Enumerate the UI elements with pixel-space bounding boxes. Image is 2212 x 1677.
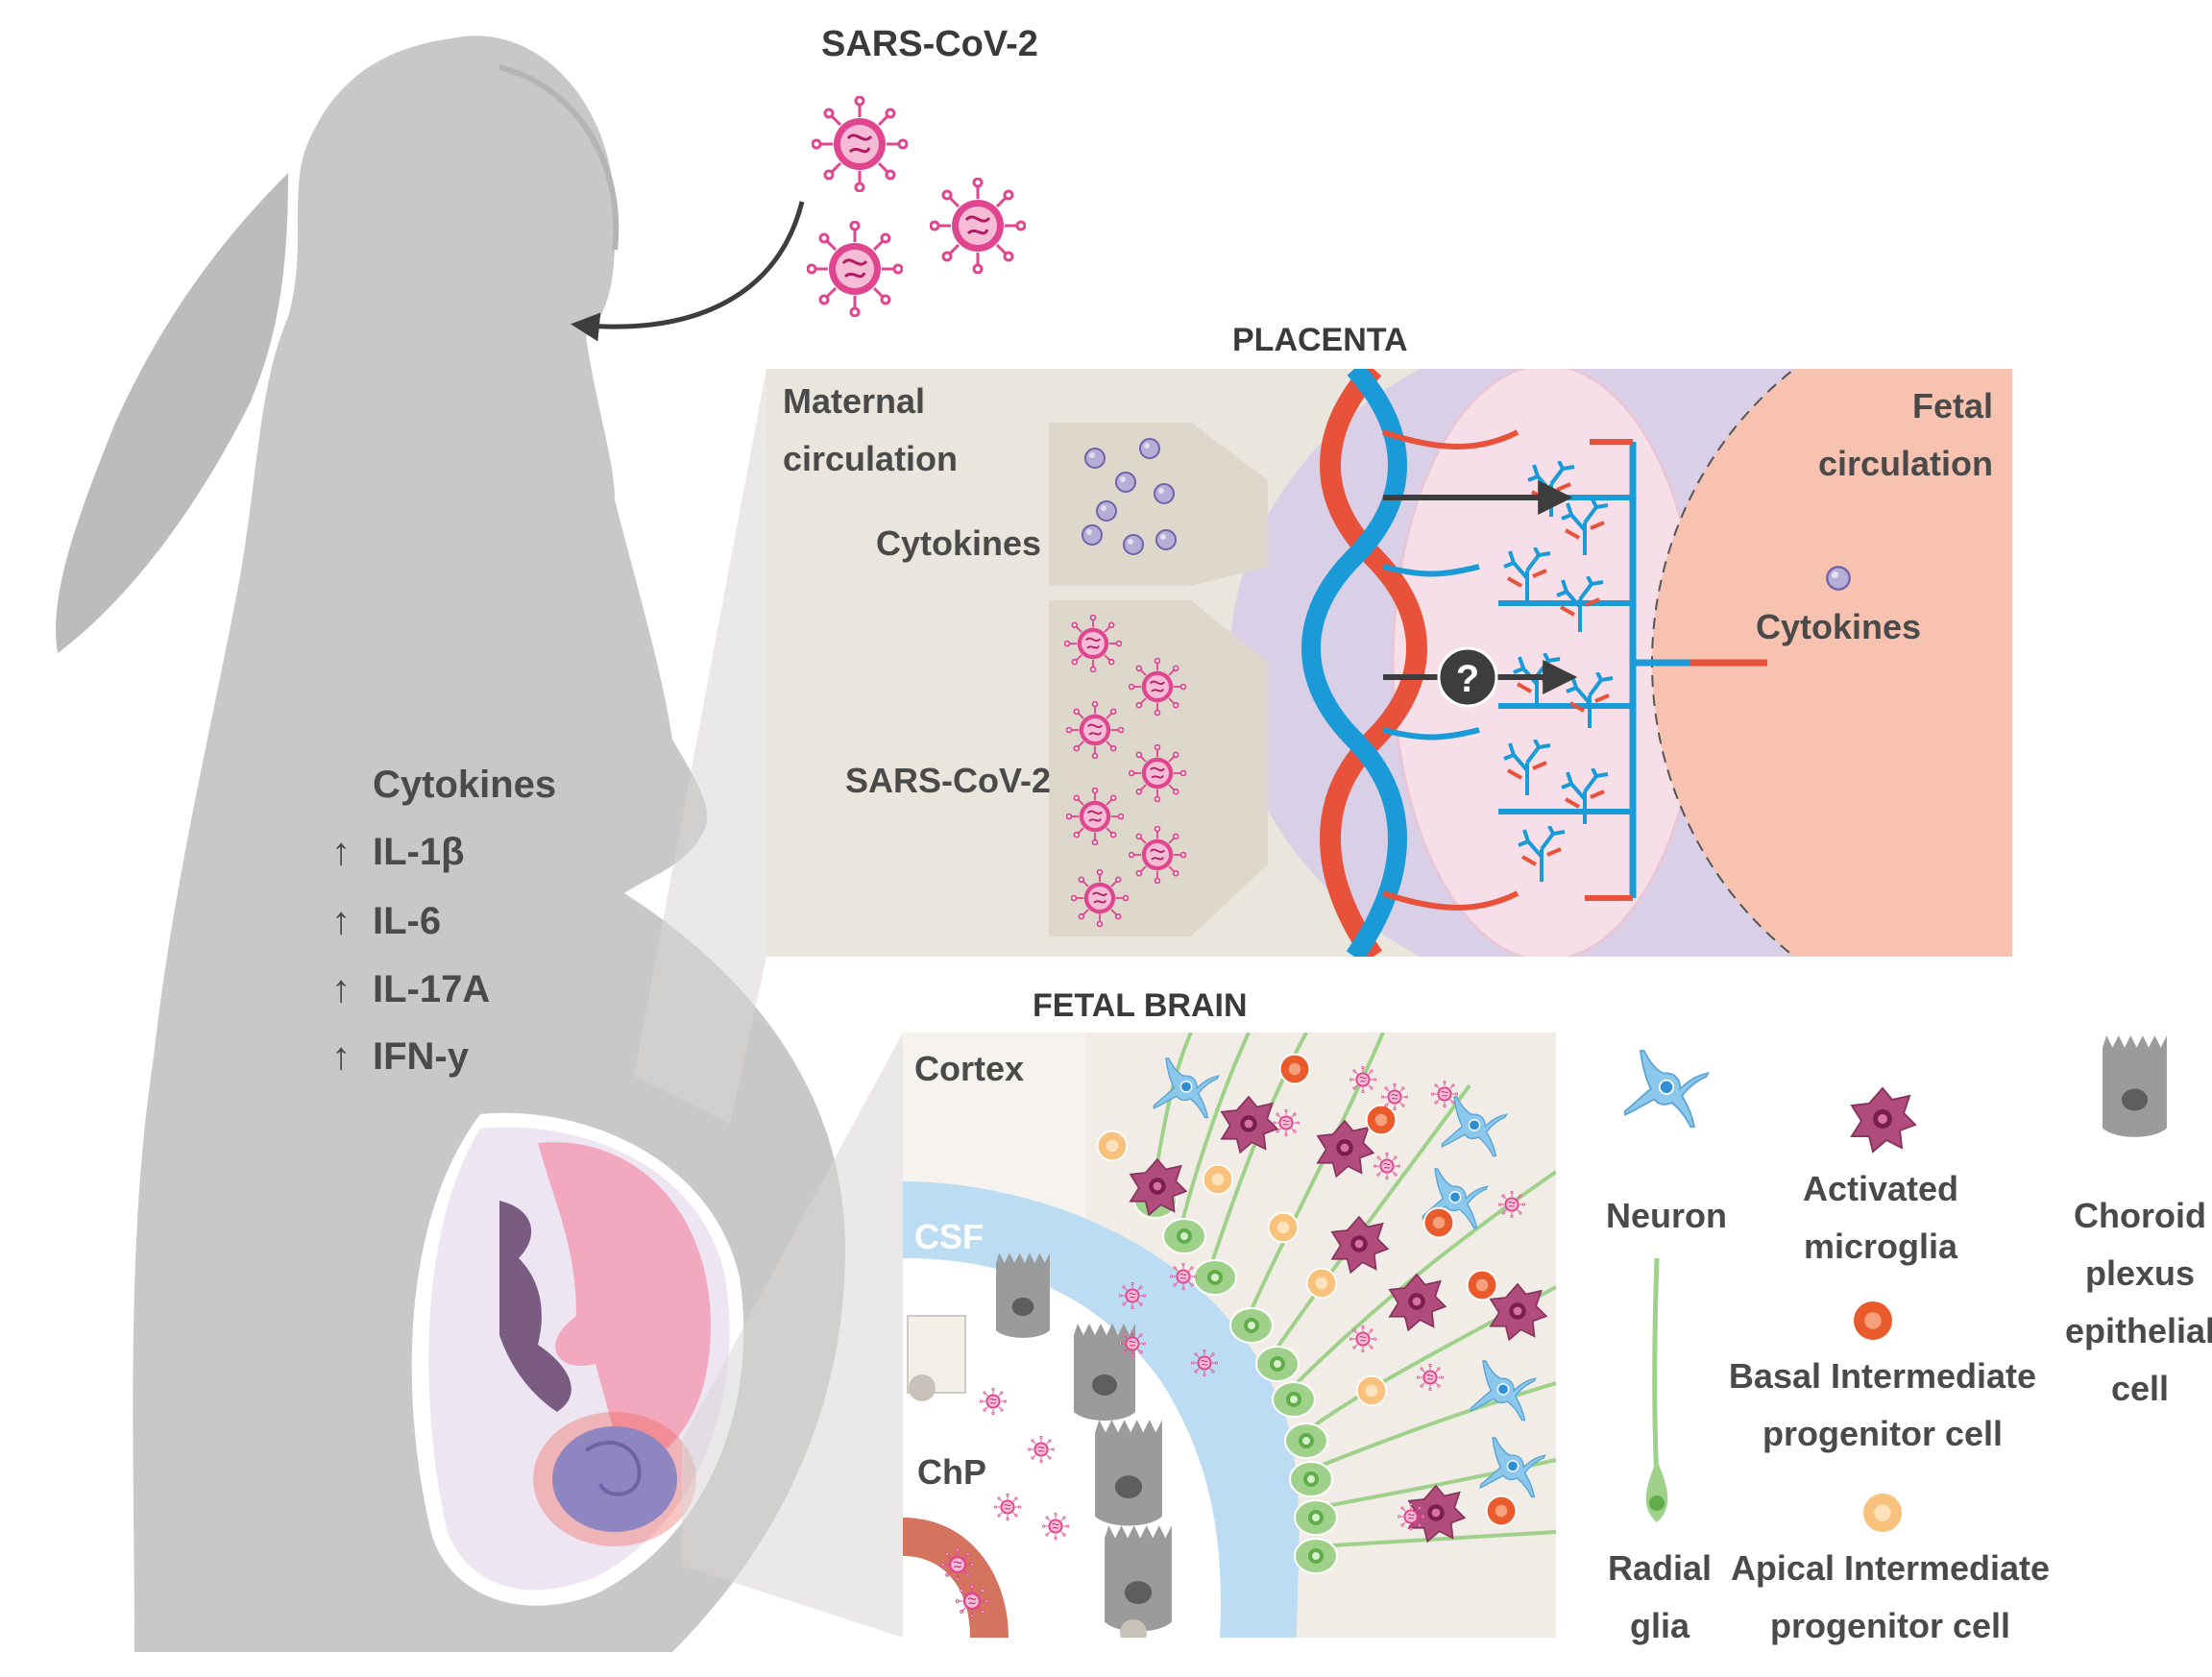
cytokine-il6: IL-6	[373, 900, 441, 942]
choroid-epithelial-icon	[1095, 1420, 1162, 1526]
placenta-zoom-cone	[634, 369, 766, 1124]
legend-basal-label-1: Basal Intermediate	[1729, 1356, 2036, 1396]
cell-legend: Neuron Radial glia Activated microglia B…	[1606, 1035, 2212, 1645]
fetal-cytokine-dot	[1826, 566, 1851, 591]
placenta-virus-label: SARS-CoV-2	[845, 761, 1051, 800]
apical-ipc-icon	[1305, 1267, 1338, 1300]
legend-microglia: Activated microglia	[1803, 1087, 1958, 1266]
legend-microglia-label-2: microglia	[1804, 1227, 1958, 1266]
choroid-epithelial-icon	[1074, 1324, 1135, 1421]
top-virus-label: SARS-CoV-2	[821, 24, 1038, 64]
basal-ipc-icon	[1851, 1299, 1895, 1343]
virus-icon	[930, 178, 1026, 274]
maternal-cytokines-title: Cytokines	[373, 764, 556, 806]
apical-ipc-icon	[1267, 1211, 1300, 1244]
basal-ipc-icon	[1466, 1269, 1498, 1301]
cortex-label: Cortex	[914, 1049, 1024, 1088]
basal-ipc-icon	[1365, 1104, 1398, 1136]
legend-choroid-label-2: plexus	[2085, 1253, 2195, 1293]
fetal-cytokines-label: Cytokines	[1756, 607, 1921, 646]
up-arrow-icon: ↑	[331, 1035, 351, 1078]
maternal-cytokine-list: Cytokines ↑ IL-1β ↑ IL-6 ↑ IL-17A ↑ IFN-…	[331, 764, 556, 1078]
csf-label: CSF	[914, 1217, 984, 1256]
virus-icon	[1129, 744, 1186, 802]
legend-radial-glia: Radial glia	[1608, 1257, 1712, 1645]
virus-icon	[1066, 701, 1124, 759]
fetal-circulation-region	[1652, 369, 2012, 957]
basal-ipc-icon	[1485, 1495, 1518, 1527]
fetal-brain-panel: FETAL BRAIN	[682, 987, 1556, 1638]
cytokine-il17a: IL-17A	[373, 968, 490, 1010]
virus-icon	[1129, 826, 1186, 884]
virus-icon	[1071, 869, 1129, 927]
virus-icon	[807, 221, 903, 317]
cytokine-row-3: ↑ IL-17A	[331, 968, 490, 1010]
up-arrow-icon: ↑	[331, 900, 351, 942]
legend-radial-glia-label-1: Radial	[1608, 1548, 1712, 1588]
legend-apical-ipc: Apical Intermediate progenitor cell	[1731, 1491, 2050, 1645]
cytokine-row-1: ↑ IL-1β	[331, 831, 465, 873]
apical-ipc-icon	[1860, 1491, 1905, 1535]
fetal-vessel	[1301, 369, 1407, 957]
legend-choroid: Choroid plexus epithelial cell	[2065, 1035, 2212, 1408]
virus-icon	[1064, 615, 1122, 672]
apical-ipc-icon	[1202, 1163, 1234, 1196]
choroid-epithelial-icon	[996, 1252, 1050, 1338]
chp-label: ChP	[917, 1452, 986, 1492]
legend-choroid-label-3: epithelial	[2065, 1311, 2212, 1350]
microglia-icon	[1851, 1087, 1916, 1153]
basal-ipc-icon	[1422, 1206, 1455, 1239]
brain-zoom-cone	[682, 1033, 903, 1638]
legend-basal-ipc: Basal Intermediate progenitor cell	[1729, 1299, 2036, 1453]
placenta-title: PLACENTA	[1232, 322, 1408, 358]
legend-choroid-label-1: Choroid	[2074, 1196, 2206, 1235]
placenta-panel: PLACENTA	[634, 322, 2012, 1124]
maternal-artery	[1320, 369, 1427, 957]
fetal-circulation-label-1: Fetal	[1912, 386, 1993, 425]
legend-basal-label-2: progenitor cell	[1762, 1414, 2003, 1453]
maternal-circulation-label-2: circulation	[783, 439, 958, 478]
legend-microglia-label-1: Activated	[1803, 1169, 1958, 1208]
legend-radial-glia-label-2: glia	[1630, 1606, 1690, 1645]
apical-ipc-icon	[1096, 1130, 1129, 1162]
placenta-cytokines-label: Cytokines	[876, 523, 1041, 563]
cytokine-ifny: IFN-y	[373, 1035, 470, 1078]
fetal-circulation-label-2: circulation	[1818, 444, 1993, 483]
maternal-circulation-label-1: Maternal	[783, 381, 925, 421]
legend-apical-label-1: Apical Intermediate	[1731, 1548, 2050, 1588]
fetal-brain-title: FETAL BRAIN	[1033, 987, 1248, 1024]
choroid-epithelial-icon	[2103, 1035, 2167, 1137]
legend-apical-label-2: progenitor cell	[1770, 1606, 2010, 1645]
cytokine-row-2: ↑ IL-6	[331, 900, 441, 942]
infection-arrow	[571, 201, 805, 342]
apical-ipc-icon	[1355, 1374, 1388, 1407]
legend-neuron: Neuron	[1606, 1050, 1727, 1235]
up-arrow-icon: ↑	[331, 831, 351, 873]
csf-ventricle	[903, 1181, 1300, 1638]
question-mark: ?	[1456, 658, 1479, 700]
question-badge	[1437, 646, 1498, 708]
virus-icon	[1129, 658, 1186, 716]
up-arrow-icon: ↑	[331, 968, 351, 1010]
cytokine-il1b: IL-1β	[373, 831, 465, 873]
pregnant-woman-silhouette	[56, 36, 845, 1653]
legend-choroid-label-4: cell	[2111, 1369, 2169, 1408]
virus-icon	[1066, 788, 1124, 845]
cytokine-row-4: ↑ IFN-y	[331, 1035, 470, 1078]
legend-neuron-label: Neuron	[1606, 1196, 1727, 1235]
basal-ipc-icon	[1278, 1053, 1311, 1085]
top-virus-cluster: SARS-CoV-2	[571, 24, 1038, 342]
neuron-icon	[1623, 1050, 1710, 1129]
virus-icon	[812, 96, 908, 192]
choroid-epithelial-icon	[1105, 1525, 1172, 1632]
